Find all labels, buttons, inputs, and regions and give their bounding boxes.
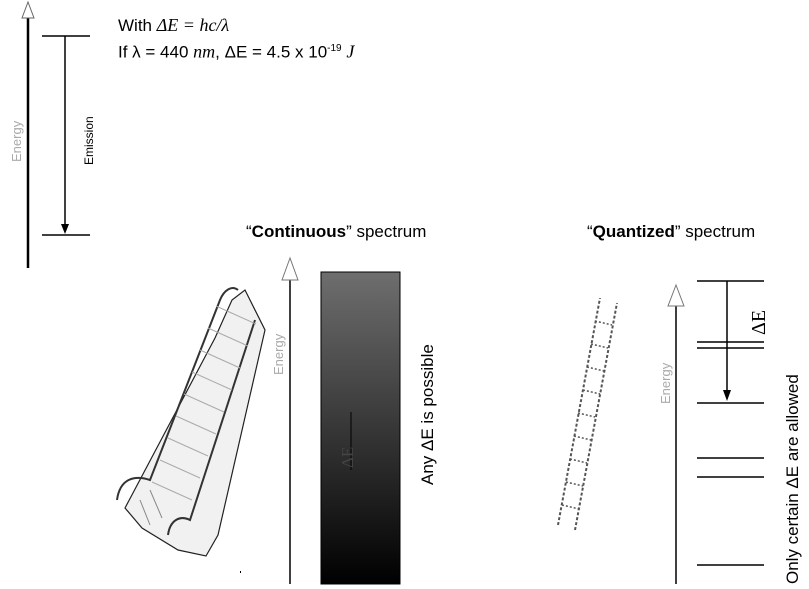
energy-label-top: Energy (9, 120, 24, 162)
quantized-transition-arrow (723, 281, 731, 401)
energy-axis-continuous (281, 256, 299, 584)
continuous-caption: Any ΔE is possible (418, 344, 437, 485)
quantized-title-bold: Quantized (592, 222, 675, 241)
formula-unit-nm: nm (193, 41, 216, 62)
formula-expression: ΔE = hc/λ (156, 15, 230, 35)
quantized-title-open: “ (587, 222, 593, 241)
escalator-illustration (116, 287, 266, 573)
energy-label-quantized: Energy (658, 362, 673, 404)
delta-e-label-continuous: ΔE (338, 446, 357, 468)
formula-line-1: With ΔE = hc/λ (118, 14, 229, 37)
delta-e-label-quantized: ΔE (748, 309, 770, 335)
continuous-title-rest: ” spectrum (346, 222, 427, 241)
emission-levels (42, 35, 90, 236)
emission-label: Emission (82, 116, 96, 165)
formula-exponent: -19 (327, 43, 342, 54)
formula-unit-j: J (346, 41, 355, 62)
formula-delta-value: , ΔE = 4.5 x 10 (215, 42, 328, 62)
quantized-caption: Only certain ΔE are allowed (783, 374, 802, 584)
energy-axis-quantized (667, 283, 685, 584)
continuous-title: “Continuous” spectrum (246, 222, 426, 242)
ladder-illustration (557, 297, 618, 531)
formula-prefix: With (118, 16, 157, 35)
formula-line-2: If λ = 440 nm, ΔE = 4.5 x 10-19 J (118, 38, 354, 64)
energy-axis-top (21, 0, 35, 268)
quantized-levels (697, 280, 764, 566)
continuous-title-open: “ (246, 222, 252, 241)
quantized-title: “Quantized” spectrum (587, 222, 755, 242)
formula-lambda: If λ = 440 (118, 42, 194, 62)
continuous-spectrum-bar (320, 271, 401, 585)
quantized-title-rest: ” spectrum (674, 222, 756, 241)
continuous-title-bold: Continuous (251, 222, 347, 241)
energy-label-continuous: Energy (271, 333, 286, 375)
